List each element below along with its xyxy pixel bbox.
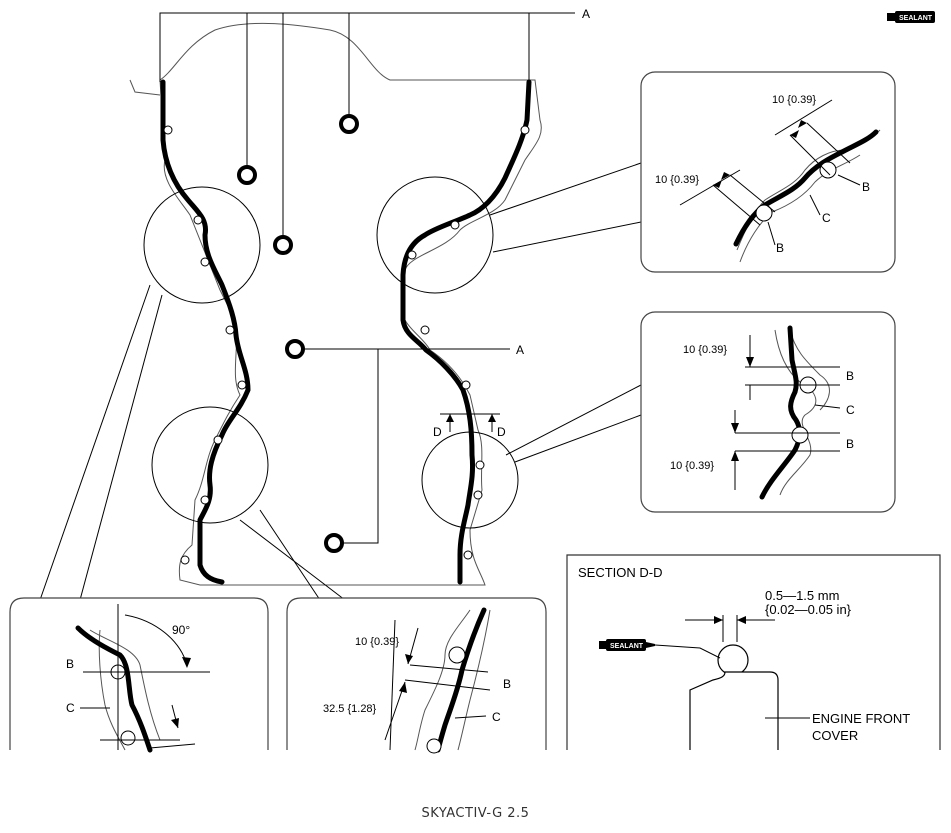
sealant-tube-icon-section: SEALANT bbox=[599, 639, 655, 651]
detail-panel-bottom-middle bbox=[286, 597, 547, 754]
section-gap-line1: 0.5—1.5 mm bbox=[765, 588, 839, 603]
leader-lines-a-top bbox=[159, 12, 575, 237]
dim-label-panel2-lower: 10 {0.39} bbox=[670, 460, 714, 472]
bolt-holes bbox=[163, 114, 530, 565]
section-dd-panel bbox=[566, 554, 941, 750]
detail-panel-middle-right bbox=[640, 311, 896, 513]
dim-label-panel4-lower: 32.5 {1.28} bbox=[323, 703, 377, 715]
label-a-top: A bbox=[582, 7, 590, 21]
label-c-panel2: C bbox=[846, 403, 855, 417]
label-b-panel4: B bbox=[503, 677, 511, 691]
label-b-panel2-upper: B bbox=[846, 369, 854, 383]
dim-label-panel1-upper: 10 {0.39} bbox=[772, 94, 816, 106]
left-sealant-bead bbox=[160, 79, 251, 585]
leader-lines-a-mid bbox=[303, 348, 510, 544]
section-cut-markers bbox=[440, 413, 500, 432]
label-c-panel3: C bbox=[66, 701, 75, 715]
section-title: SECTION D-D bbox=[578, 565, 663, 580]
figure-caption: SKYACTIV-G 2.5 bbox=[421, 806, 530, 821]
zoom-connectors bbox=[39, 162, 642, 601]
sealant-tag-top: SEALANT bbox=[899, 15, 933, 22]
label-b-panel2-lower: B bbox=[846, 437, 854, 451]
detail-panel-top-right bbox=[640, 71, 896, 273]
label-b-panel1-upper: B bbox=[862, 180, 870, 194]
right-sealant-bead bbox=[400, 79, 532, 585]
section-part-line2: COVER bbox=[812, 728, 858, 743]
label-d-right: D bbox=[497, 425, 506, 439]
zoom-circles bbox=[143, 176, 519, 529]
label-d-left: D bbox=[433, 425, 442, 439]
dim-label-panel4-upper: 10 {0.39} bbox=[355, 636, 399, 648]
detail-panel-bottom-left bbox=[9, 597, 269, 753]
dim-label-panel2-upper: 10 {0.39} bbox=[683, 344, 727, 356]
sealant-tube-icon-top: SEALANT bbox=[887, 11, 935, 23]
section-gap-line2: {0.02—0.05 in} bbox=[765, 602, 852, 617]
sealant-tag-section: SEALANT bbox=[610, 643, 644, 650]
label-c-panel4: C bbox=[492, 710, 501, 724]
section-part-line1: ENGINE FRONT bbox=[812, 711, 910, 726]
dim-label-panel1-lower: 10 {0.39} bbox=[655, 174, 699, 186]
label-b-panel3: B bbox=[66, 657, 74, 671]
label-a-mid: A bbox=[516, 343, 524, 357]
label-b-panel1-lower: B bbox=[776, 241, 784, 255]
label-c-panel1: C bbox=[822, 211, 831, 225]
engine-front-cover-outline bbox=[129, 22, 542, 586]
label-angle: 90° bbox=[172, 623, 190, 637]
